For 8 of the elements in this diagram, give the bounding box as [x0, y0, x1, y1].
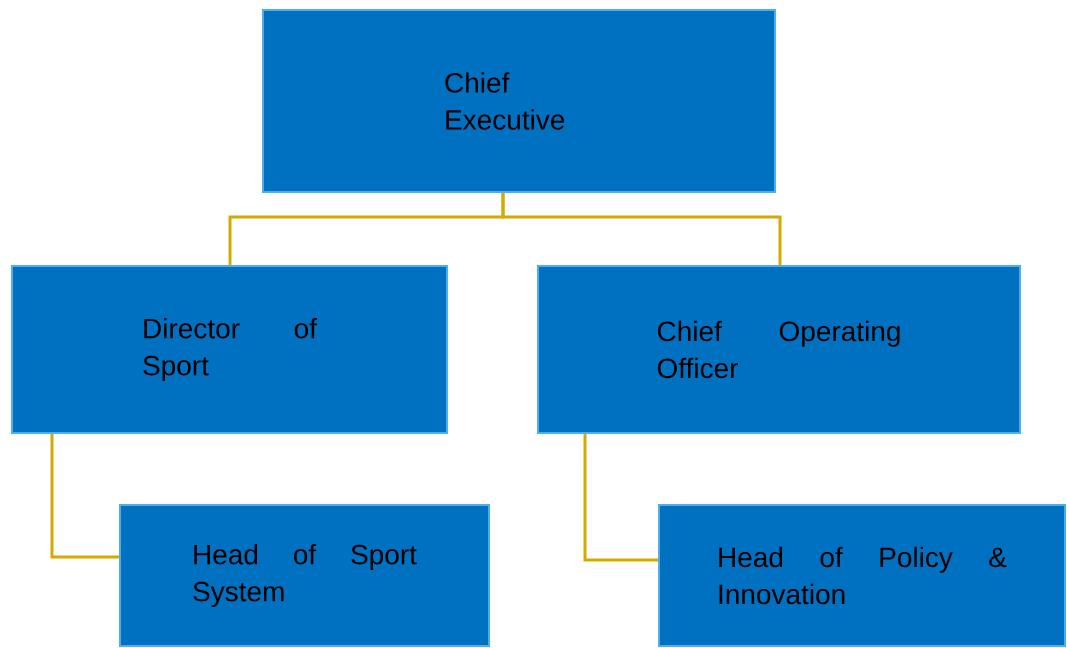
- box: Chief Operating Officer: [537, 265, 1021, 434]
- connector: [583, 434, 658, 562]
- box: Director of Sport: [11, 265, 448, 434]
- box: Head of Sport System: [119, 504, 490, 647]
- connector: [50, 434, 119, 559]
- box: Head of Policy & Innovation: [658, 504, 1066, 647]
- connector: [501, 193, 782, 265]
- box: Chief Executive: [262, 9, 776, 193]
